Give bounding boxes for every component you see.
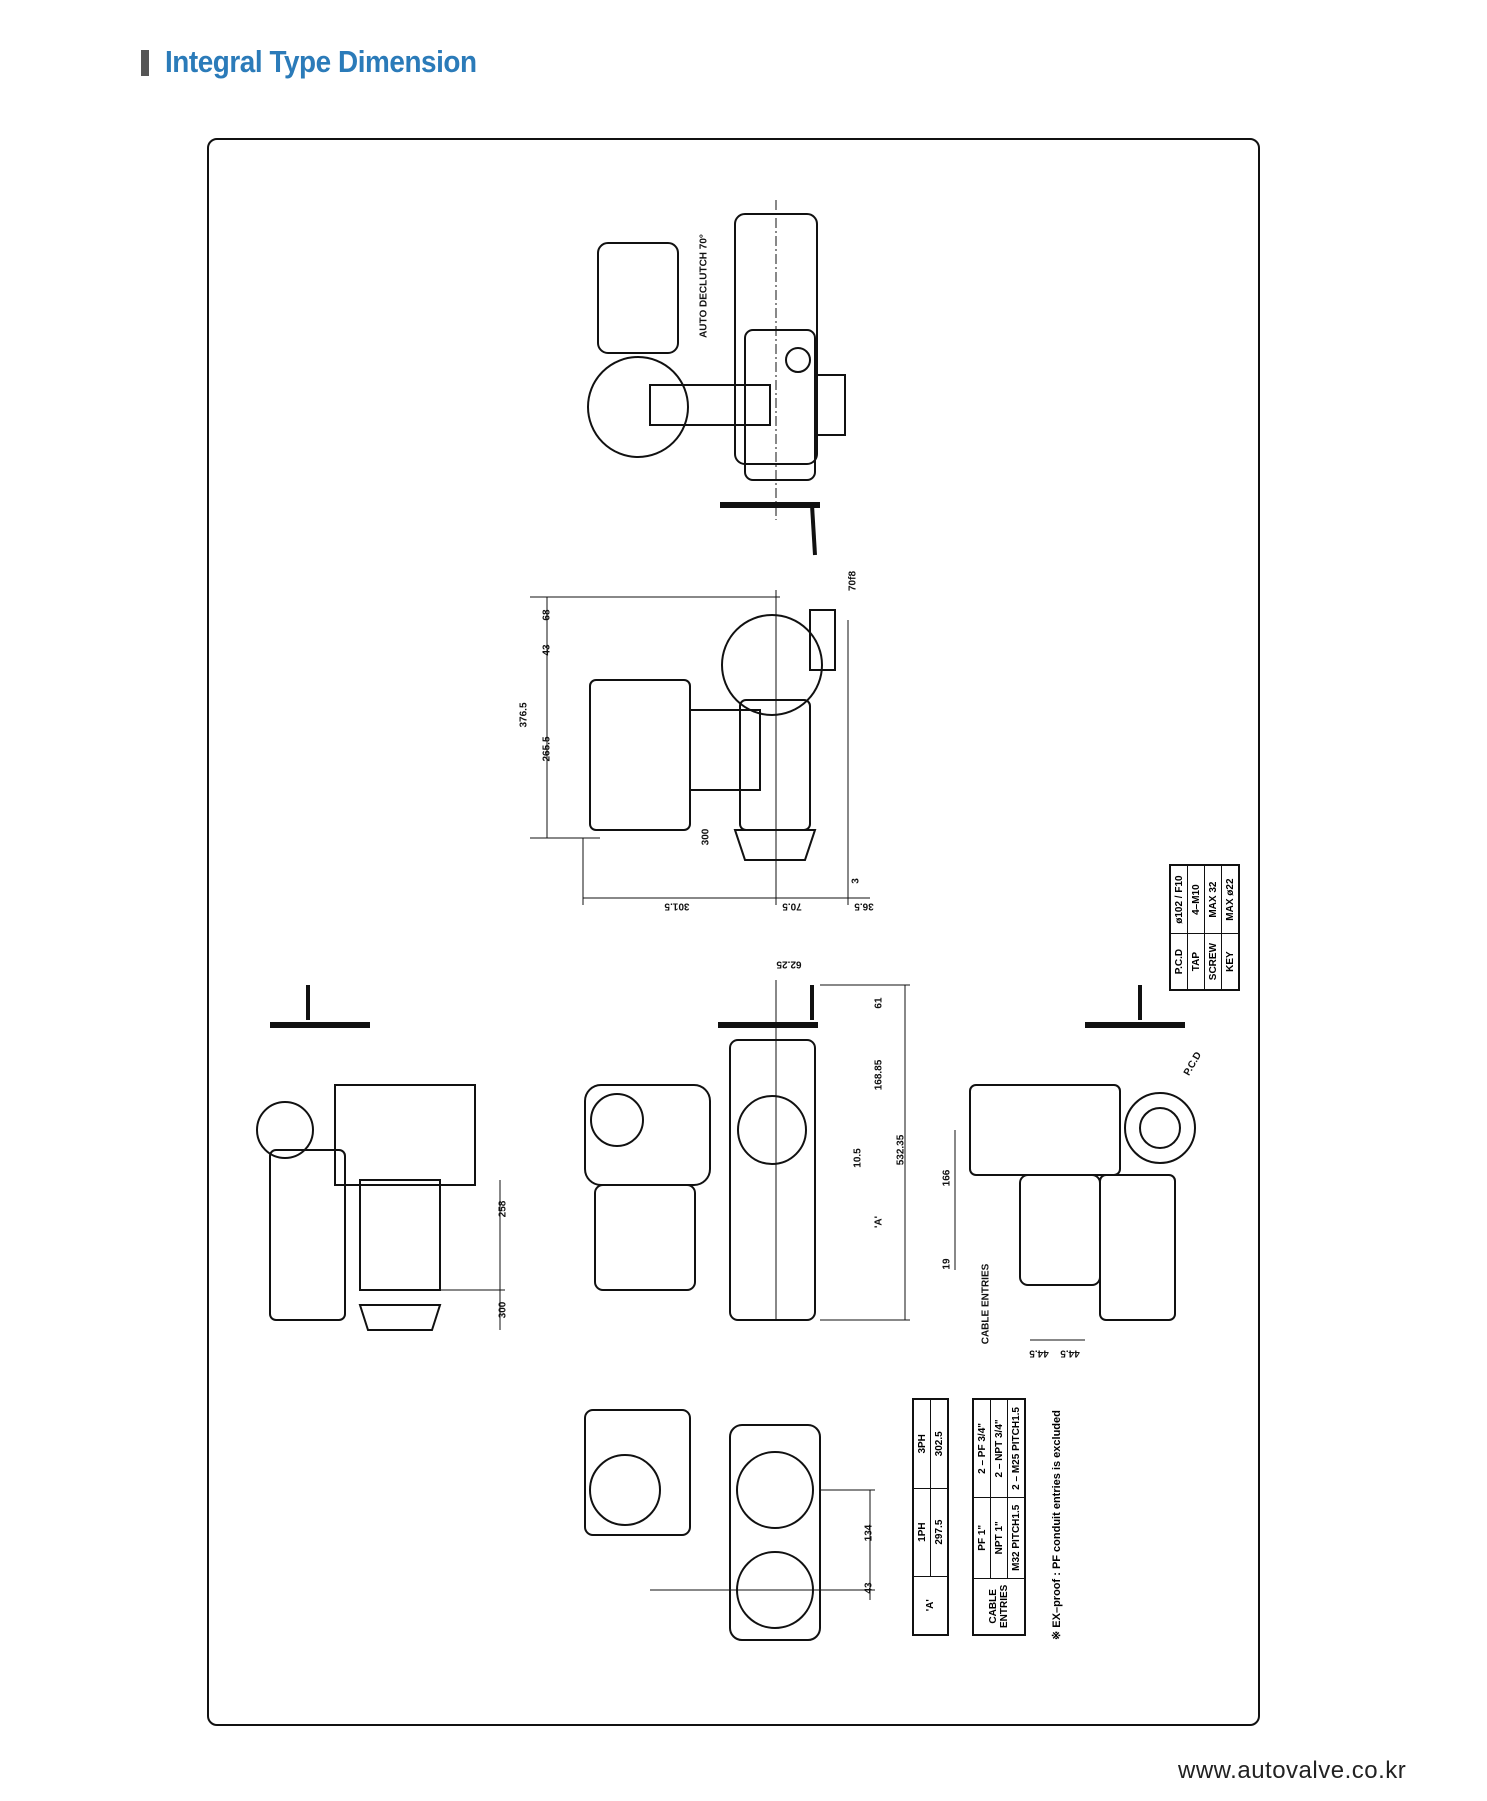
left-view [256, 985, 505, 1331]
table-cell: MAX ø22 [1221, 865, 1239, 934]
top-view [587, 200, 846, 556]
side-view [530, 590, 870, 905]
dim-label: 70f8 [847, 570, 859, 592]
footer-url[interactable]: www.autovalve.co.kr [1178, 1757, 1407, 1784]
dim-cable-entries: CABLE ENTRIES [980, 1263, 992, 1345]
table-cell: KEY [1221, 933, 1239, 990]
dim-label: 258 [497, 1200, 509, 1218]
table-cell: SCREW [1204, 933, 1222, 990]
table-cell: 3PH [913, 1399, 931, 1489]
dim-label: 62.25 [776, 958, 802, 970]
dim-label: 68 [541, 609, 553, 621]
table-cell: CABLE ENTRIES [973, 1578, 1025, 1635]
dim-label: 61 [873, 997, 885, 1009]
title-marker [141, 50, 149, 76]
table-cell: ø102 / F10 [1170, 865, 1188, 934]
bottom-view [584, 1409, 875, 1641]
right-view [954, 985, 1196, 1341]
front-view [584, 980, 910, 1321]
dim-label: 301.5 [664, 900, 690, 912]
table-cell: NPT 1" [990, 1497, 1008, 1579]
table-cell: P.C.D [1170, 933, 1188, 990]
page-title: Integral Type Dimension [165, 44, 477, 79]
dim-label: 43 [863, 1582, 875, 1594]
table-cell: PF 1" [973, 1497, 991, 1579]
dim-label: 43 [541, 644, 553, 656]
table-cell: 2 – PF 3/4" [973, 1399, 991, 1498]
dim-label: 300 [700, 828, 712, 846]
table-cell: 'A' [913, 1576, 948, 1635]
table-cell: 4–M10 [1187, 865, 1205, 934]
dim-label: 44.5 [1029, 1347, 1049, 1359]
dim-label: 532.35 [895, 1134, 907, 1166]
table-cell: 297.5 [930, 1488, 948, 1577]
table-cell: MAX 32 [1204, 865, 1222, 934]
dim-label: 168.85 [873, 1059, 885, 1091]
dim-label: 10.5 [852, 1148, 864, 1168]
dim-label: 166 [941, 1169, 953, 1187]
table-cell: TAP [1187, 933, 1205, 990]
dim-label: 36.5 [854, 900, 874, 912]
ex-proof-note: ※ EX–proof : PF conduit entries is exclu… [1051, 1410, 1063, 1640]
dim-auto-declutch: AUTO DECLUTCH 70° [698, 234, 710, 338]
dim-label: 3 [850, 878, 862, 884]
dim-label: 44.5 [1060, 1347, 1080, 1359]
table-cell: M32 PITCH1.5 [1007, 1497, 1025, 1579]
table-cell: 1PH [913, 1488, 931, 1577]
dim-label: 70.5 [782, 900, 802, 912]
dim-label: 265.5 [541, 736, 553, 762]
table-cell: 302.5 [930, 1399, 948, 1489]
dim-label: 376.5 [518, 702, 530, 728]
dim-label: 134 [863, 1524, 875, 1542]
table-cell: 2 – M25 PITCH1.5 [1007, 1399, 1025, 1498]
table-cell: 2 – NPT 3/4" [990, 1399, 1008, 1498]
dim-label: 'A' [873, 1216, 885, 1228]
dim-label: 19 [941, 1258, 953, 1270]
dim-label: 300 [497, 1301, 509, 1319]
drawing-frame [207, 138, 1260, 1726]
